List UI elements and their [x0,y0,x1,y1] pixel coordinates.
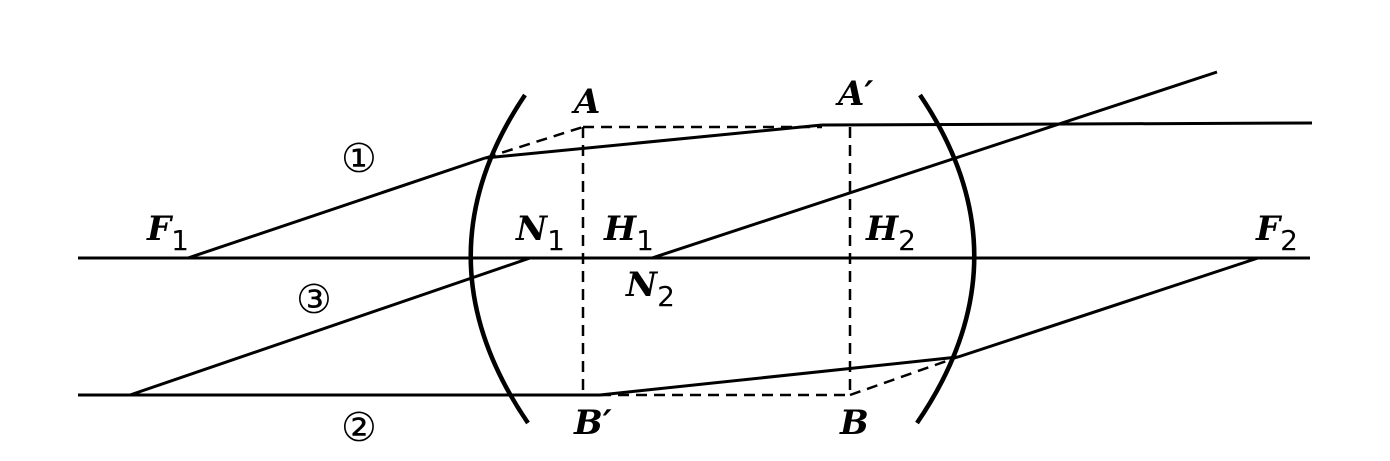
label-f2: F2 [1255,209,1298,257]
ray1-inside-lens [484,123,823,160]
label-a-prime: A′ [835,74,873,114]
ray3-incident [129,256,531,397]
ray1-emergent [821,121,1313,127]
label-b: B [839,403,869,443]
label-a: A [571,82,600,122]
lens-left-surface [468,93,530,425]
ray1-incident [187,156,486,260]
label-h2: H2 [865,209,916,257]
label-f1: F1 [146,209,189,257]
lens-right-surface [915,93,977,425]
ray3-number: ③ [296,277,332,323]
ray3-emergent [651,70,1218,260]
ray2-number: ② [341,405,377,451]
ray1-number: ① [341,136,377,182]
label-n1: N1 [515,209,565,257]
label-h1: H1 [603,209,654,257]
label-b-prime: B′ [573,403,612,443]
ray2-extension-to-b [849,355,959,397]
ray2-emergent [957,256,1259,359]
ray2-inside-lens [599,355,959,397]
label-n2: N2 [625,265,675,313]
